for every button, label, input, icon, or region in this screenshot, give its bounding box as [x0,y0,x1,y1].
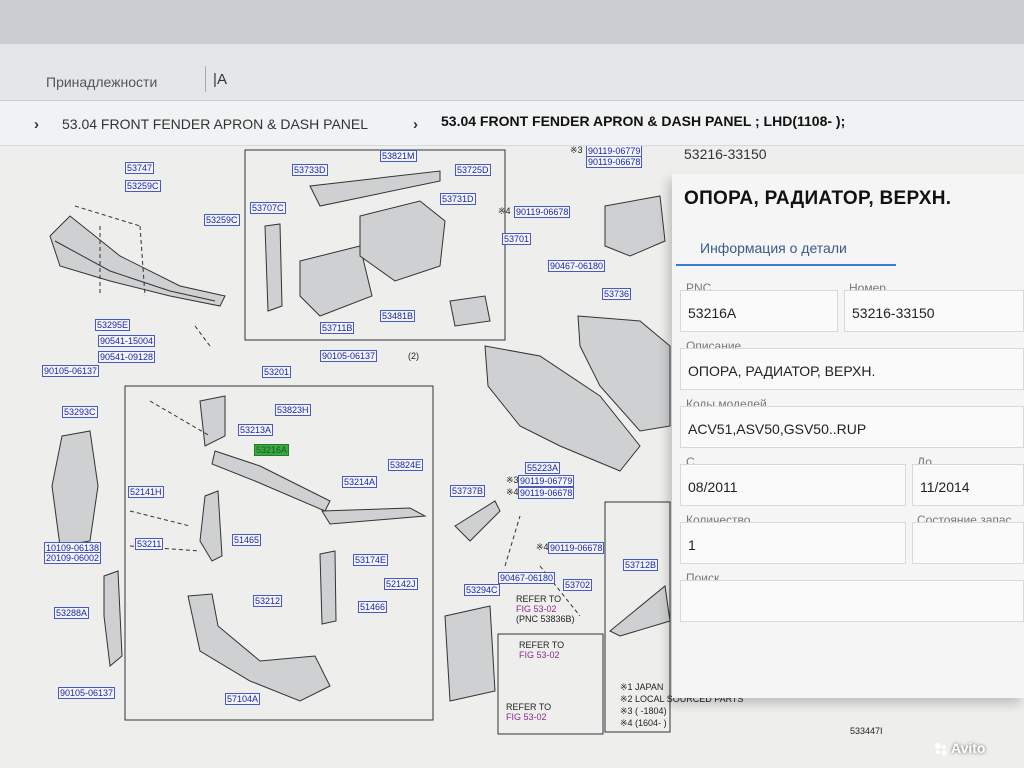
pnc-label[interactable]: 53214A [342,476,378,488]
pnc-label[interactable]: 53702 [563,579,593,591]
pnc-label[interactable]: 90119-06678 [548,542,605,554]
tab-strip [0,44,1024,101]
note-multiplier: ※3 [506,475,519,485]
pnc-label[interactable]: 53174E [353,554,389,566]
legend-line: ※3 ( -1804) [620,706,667,716]
pnc-label-selected[interactable]: 53216A [254,444,290,456]
pnc-label[interactable]: 53731D [440,193,476,205]
pnc-label[interactable]: 53737B [450,485,486,497]
pnc-label[interactable]: 57104A [225,693,261,705]
pnc-label[interactable]: 53711B [320,322,355,334]
note-multiplier: ※4 [536,542,549,552]
pnc-label[interactable]: 53736 [602,288,632,300]
tab-accessories[interactable]: Принадлежности [46,74,158,90]
pnc-label[interactable]: 53725D [455,164,491,176]
pnc-label[interactable]: 90119-06678 [518,487,575,499]
pnc-label[interactable]: 90541-15004 [98,335,156,347]
pnc-label[interactable]: 52142J [384,578,418,590]
note-multiplier: ※3 [570,146,583,155]
chevron-right-icon: › [413,116,418,133]
pnc-label[interactable]: 53294C [464,584,500,596]
pnc-label[interactable]: 53295E [95,319,131,331]
pnc-label[interactable]: 90119-06678 [586,156,643,168]
pnc-label[interactable]: 90541-09128 [98,351,156,363]
stock-field[interactable] [912,522,1024,564]
pnc-label[interactable]: 90119-06779 [518,475,575,487]
pnc-label[interactable]: 53821M [380,150,417,162]
number-field[interactable]: 53216-33150 [844,290,1024,332]
pnc-label[interactable]: 20109-06002 [44,552,102,564]
part-number-header: 53216-33150 [684,146,767,162]
legend-line: ※2 LOCAL SOURCED PARTS [620,694,744,704]
pnc-label[interactable]: 53201 [262,366,292,378]
from-date-field[interactable]: 08/2011 [680,464,906,506]
pnc-label[interactable]: 55223A [525,462,561,474]
models-field[interactable]: ACV51,ASV50,GSV50..RUP [680,406,1024,448]
pnc-label[interactable]: 51466 [358,601,388,613]
watermark: Avito [951,740,986,756]
pnc-label[interactable]: 52141H [128,486,164,498]
breadcrumb [0,101,1024,145]
parts-drawing [49,149,671,735]
pnc-label[interactable]: 53712B [623,559,659,571]
pnc-label[interactable]: 53707C [250,202,286,214]
pnc-label[interactable]: 53211 [135,538,164,550]
pnc-label[interactable]: 53701 [502,233,532,245]
note-multiplier: ※4 [506,487,519,497]
pnc-label[interactable]: 53288A [54,607,90,619]
pnc-label[interactable]: 53733D [292,164,328,176]
description-field[interactable]: ОПОРА, РАДИАТОР, ВЕРХН. [680,348,1024,390]
pnc-label[interactable]: 51465 [232,534,262,546]
legend-line: ※4 (1604- ) [620,718,667,728]
breadcrumb-item-section[interactable]: 53.04 FRONT FENDER APRON & DASH PANEL [62,116,369,132]
pnc-label[interactable]: 90467-06180 [548,260,606,272]
pnc-label[interactable]: 90467-06180 [498,572,556,584]
avito-logo-icon [935,743,947,756]
pnc-label[interactable]: 90105-06137 [320,350,378,362]
chevron-right-icon: › [34,116,39,133]
pnc-label[interactable]: 90119-06678 [514,206,571,218]
field-label-from: С [686,455,695,469]
note-qty: (2) [408,351,419,361]
tab-part-info[interactable]: Информация о детали [700,240,847,256]
figure-number: 533447I [850,726,883,736]
pnc-label[interactable]: 53259C [204,214,240,226]
part-title: ОПОРА, РАДИАТОР, ВЕРХН. [684,188,952,209]
pnc-label[interactable]: 53824E [388,459,424,471]
search-input[interactable] [680,580,1024,622]
note-multiplier: ※4 [498,206,511,216]
font-size-icon[interactable]: |A [205,66,234,92]
pnc-label[interactable]: 53823H [275,404,311,416]
breadcrumb-item-current: 53.04 FRONT FENDER APRON & DASH PANEL ; … [441,113,846,129]
top-bar [0,0,1024,44]
legend-line: ※1 JAPAN [620,682,664,692]
pnc-field[interactable]: 53216A [680,290,838,332]
pnc-label[interactable]: 90105-06137 [42,365,100,377]
pnc-label[interactable]: 53481B [380,310,416,322]
pnc-label[interactable]: 53747 [125,162,155,174]
pnc-label[interactable]: 53212 [253,595,283,607]
pnc-label[interactable]: 53259C [125,180,161,192]
tab-active-indicator [676,264,896,266]
quantity-field[interactable]: 1 [680,522,906,564]
pnc-label[interactable]: 90105-06137 [58,687,116,699]
pnc-label[interactable]: 53293C [62,406,98,418]
to-date-field[interactable]: 11/2014 [912,464,1024,506]
pnc-label[interactable]: 53213A [238,424,274,436]
